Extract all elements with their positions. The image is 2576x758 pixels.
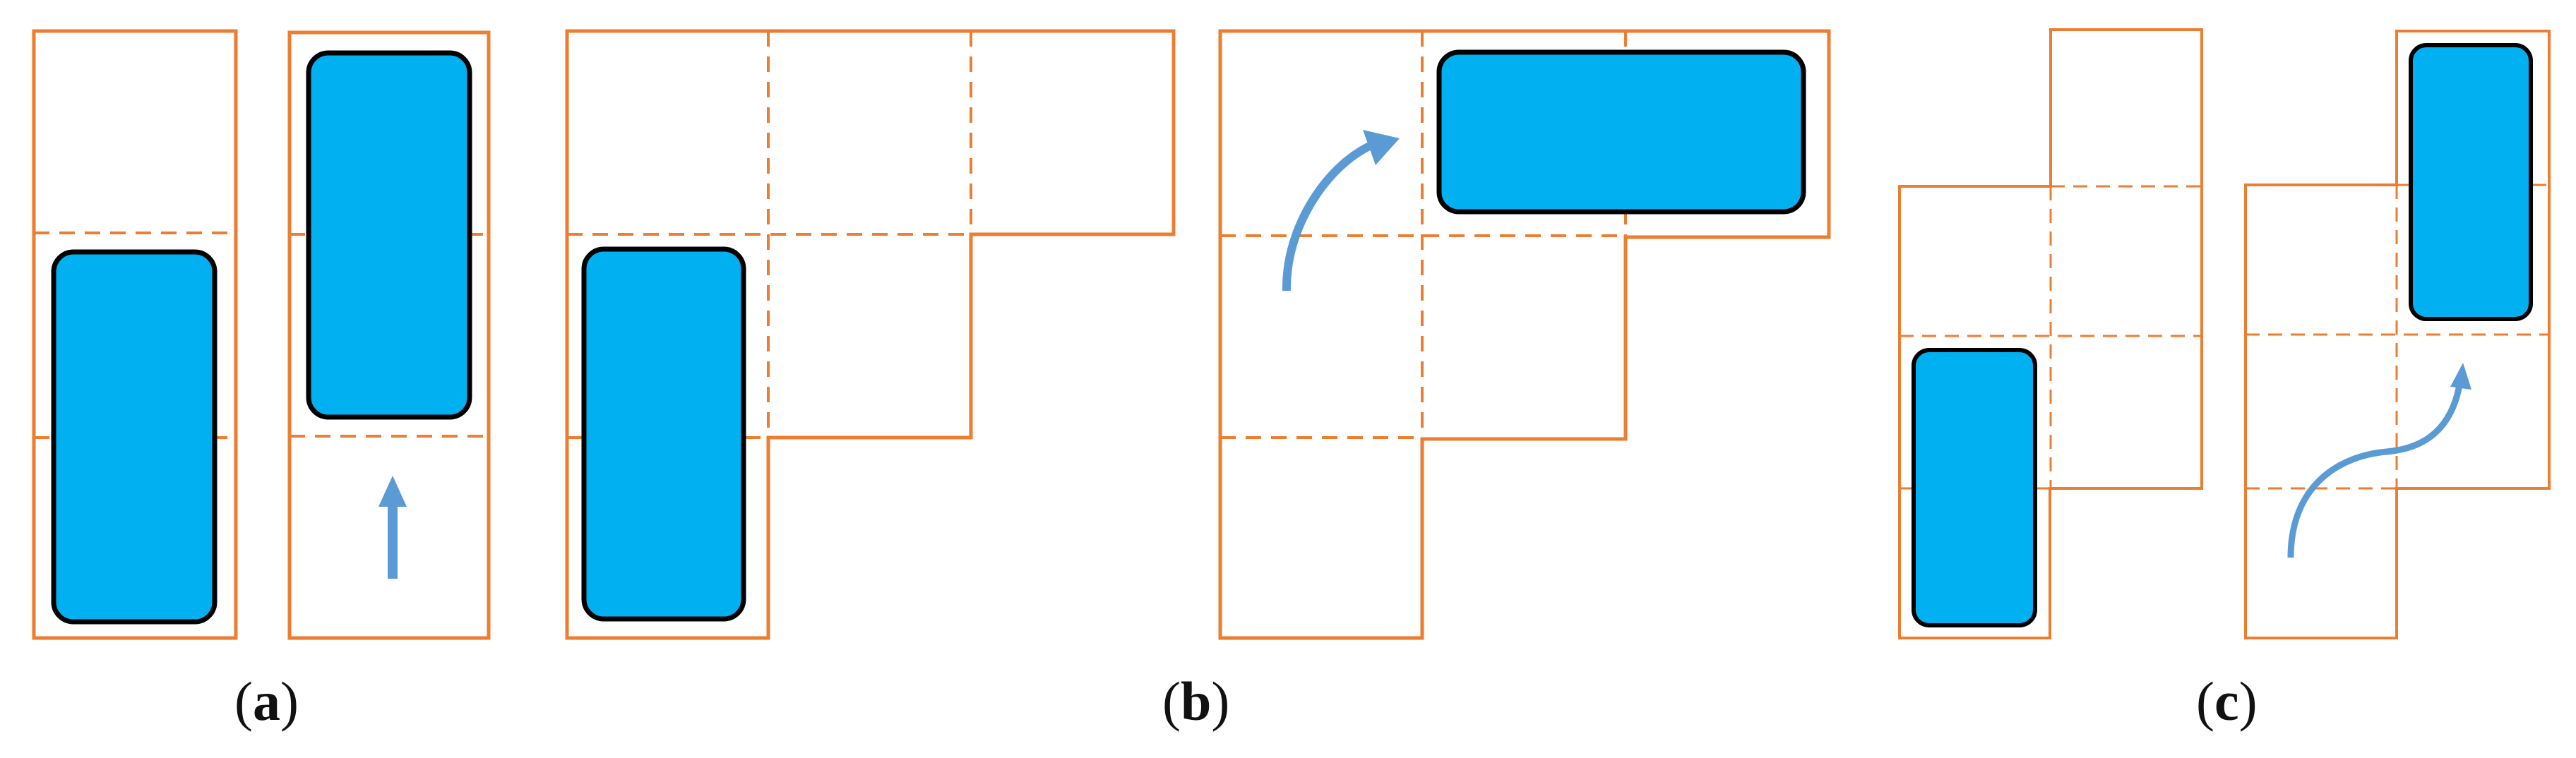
vertical-block <box>1912 348 2037 627</box>
panel-b <box>565 29 1831 640</box>
horizontal-block <box>1436 49 1806 215</box>
panel-b-after <box>1218 29 1831 640</box>
caption-open-paren: ( <box>1162 670 1181 732</box>
vertical-block <box>51 249 217 625</box>
s-curve-arrow-icon <box>2287 363 2471 558</box>
panel-a-caption: (a) <box>234 674 299 729</box>
panel-a-after <box>287 30 491 640</box>
panel-a <box>32 29 491 640</box>
caption-open-paren: ( <box>2196 670 2214 732</box>
caption-letter: b <box>1180 670 1212 732</box>
vertical-block <box>2409 43 2533 321</box>
grid-outline <box>32 29 238 640</box>
grid-outline <box>1898 28 2203 639</box>
panel-c-caption: (c) <box>2196 674 2258 729</box>
caption-open-paren: ( <box>234 670 253 732</box>
vertical-block <box>306 50 472 420</box>
panel-b-before <box>565 29 1176 640</box>
panel-c-before <box>1898 28 2203 639</box>
straight-up-arrow-icon <box>378 476 407 579</box>
caption-letter: a <box>252 670 280 732</box>
caption-close-paren: ) <box>1211 670 1230 732</box>
grid-outline <box>565 29 1176 640</box>
grid-outline <box>287 30 491 640</box>
panel-c <box>1898 28 2551 639</box>
panel-c-after <box>2244 30 2551 639</box>
caption-close-paren: ) <box>280 670 299 732</box>
grid-outline <box>2244 30 2551 639</box>
caption-letter: c <box>2214 670 2239 732</box>
curved-rotate-arrow-icon <box>1282 130 1400 291</box>
grid-outline <box>1218 29 1831 640</box>
vertical-block <box>581 246 746 622</box>
panel-a-before <box>32 29 238 640</box>
caption-close-paren: ) <box>2238 670 2258 732</box>
panel-b-caption: (b) <box>1162 674 1229 729</box>
